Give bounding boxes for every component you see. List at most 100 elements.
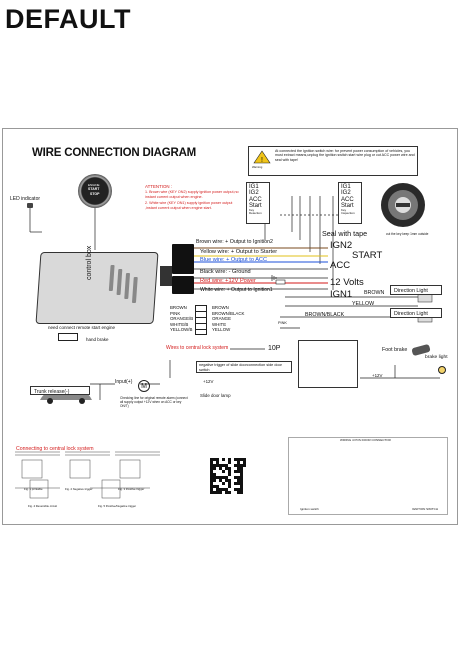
- qr-cell: [210, 482, 213, 485]
- attention-block: ATTENTION : 1. Brown wire (KEY ON2) supp…: [145, 184, 245, 210]
- key-left-ig1: IG1: [249, 184, 259, 190]
- dir-brown: BROWN: [364, 290, 385, 296]
- brake-plus12v: +12V: [372, 373, 383, 378]
- right-panel-footer-right: IGNITION SWITCH: [412, 507, 438, 511]
- qr-cell: [231, 476, 234, 479]
- central-lock-title: Connecting to central lock system: [16, 446, 94, 452]
- fig-3: Fig. 3 Positive trigger: [118, 487, 145, 491]
- qr-cell: [237, 491, 240, 494]
- qr-cell: [216, 467, 219, 470]
- qr-cell: [216, 473, 219, 476]
- qr-cell: [219, 482, 222, 485]
- qr-cell: [216, 485, 219, 488]
- qr-cell: [222, 458, 225, 461]
- qr-cell: [240, 482, 243, 485]
- conn-right-1: BROWN/BLACK: [212, 310, 245, 316]
- wire-red: Red wire: +12V Power: [200, 278, 256, 284]
- qr-cell: [225, 464, 228, 467]
- qr-cell: [234, 467, 237, 470]
- qr-cell: [228, 479, 231, 482]
- control-box: [35, 252, 159, 324]
- qr-cell: [243, 485, 246, 488]
- qr-cell: [213, 491, 216, 494]
- qr-cell: [225, 479, 228, 482]
- qr-cell: [228, 485, 231, 488]
- wire-white: White wire: + Output to Ignition1: [200, 287, 273, 293]
- dir-yellow: YELLOW: [352, 301, 375, 307]
- qr-cell: [225, 491, 228, 494]
- qr-cell: [225, 473, 228, 476]
- qr-cell: [240, 473, 243, 476]
- qr-cell: [237, 476, 240, 479]
- conn-left-4: YELLOW/B: [170, 327, 193, 332]
- qr-cell: [228, 482, 231, 485]
- central-lock-label: Wires to central lock system: [166, 345, 229, 351]
- warning-box: ! Warning At connected the ignition swit…: [248, 146, 418, 176]
- engine-label: ENGINE: [88, 183, 100, 187]
- trunk-input: Input(+): [115, 379, 133, 385]
- connector-left-small: [160, 266, 172, 286]
- qr-code: [210, 458, 246, 494]
- wire-black: Black wire: - Ground: [200, 269, 251, 275]
- qr-cell: [234, 470, 237, 473]
- led-indicator-label: LED indicator: [10, 196, 41, 202]
- qr-cell: [210, 461, 213, 464]
- qr-cell: [231, 458, 234, 461]
- conn-right-2: ORANGE: [212, 316, 232, 321]
- qr-cell: [219, 461, 222, 464]
- qr-cell: [243, 491, 246, 494]
- trunk-release-box: Trunk release(-): [30, 386, 90, 395]
- qr-cell: [216, 482, 219, 485]
- qr-cell: [213, 482, 216, 485]
- hand-brake-connector: [58, 333, 78, 341]
- qr-cell: [210, 488, 213, 491]
- qr-cell: [222, 461, 225, 464]
- qr-cell: [240, 467, 243, 470]
- qr-cell: [231, 473, 234, 476]
- conn-right-0: BROWN: [212, 305, 229, 310]
- qr-cell: [225, 461, 228, 464]
- dir-pink: PINK: [278, 321, 287, 325]
- key-right-start: Start: [341, 202, 354, 209]
- qr-cell: [237, 473, 240, 476]
- qr-cell: [222, 476, 225, 479]
- qr-cell: [237, 467, 240, 470]
- motor-icon: M: [138, 380, 150, 392]
- conn-left-3: WHITE/B: [170, 321, 189, 327]
- qr-cell: [216, 461, 219, 464]
- qr-cell: [222, 485, 225, 488]
- qr-cell: [213, 470, 216, 473]
- qr-cell: [237, 464, 240, 467]
- qr-cell: [210, 467, 213, 470]
- fig-1: Fig. 1 printable: [24, 487, 43, 491]
- qr-cell: [243, 473, 246, 476]
- qr-cell: [225, 470, 228, 473]
- svg-text:!: !: [261, 157, 263, 164]
- dir-brown-black: BROWN/BLACK: [305, 312, 345, 318]
- fig-4: Fig. 4 Reversible circuit: [28, 504, 58, 508]
- ignition-key-graphic: [381, 183, 425, 227]
- cut-key-text: cut the key keep 1mm outside: [386, 232, 429, 236]
- page-heading: DEFAULT: [5, 4, 131, 34]
- qr-cell: [222, 488, 225, 491]
- key-right-inspection: Key Inspection: [341, 208, 355, 216]
- qr-cell: [222, 470, 225, 473]
- qr-cell: [243, 488, 246, 491]
- key-column-right: IG1 IG2 ACC Start Key Inspection: [338, 182, 362, 224]
- qr-cell: [237, 488, 240, 491]
- qr-cell: [234, 464, 237, 467]
- warning-text: At connected the ignition switch wire: f…: [275, 149, 415, 162]
- qr-cell: [213, 458, 216, 461]
- qr-cell: [213, 485, 216, 488]
- qr-cell: [240, 470, 243, 473]
- foot-brake-label: Foot brake: [382, 347, 408, 353]
- qr-cell: [228, 491, 231, 494]
- qr-cell: [222, 491, 225, 494]
- qr-cell: [240, 461, 243, 464]
- qr-cell: [222, 482, 225, 485]
- door-trigger-box: negative trigger of slide doorconnection…: [196, 361, 292, 373]
- qr-cell: [228, 461, 231, 464]
- qr-cell: [228, 488, 231, 491]
- right-panel-footer-left: Ignition switch: [300, 507, 319, 511]
- qr-cell: [225, 485, 228, 488]
